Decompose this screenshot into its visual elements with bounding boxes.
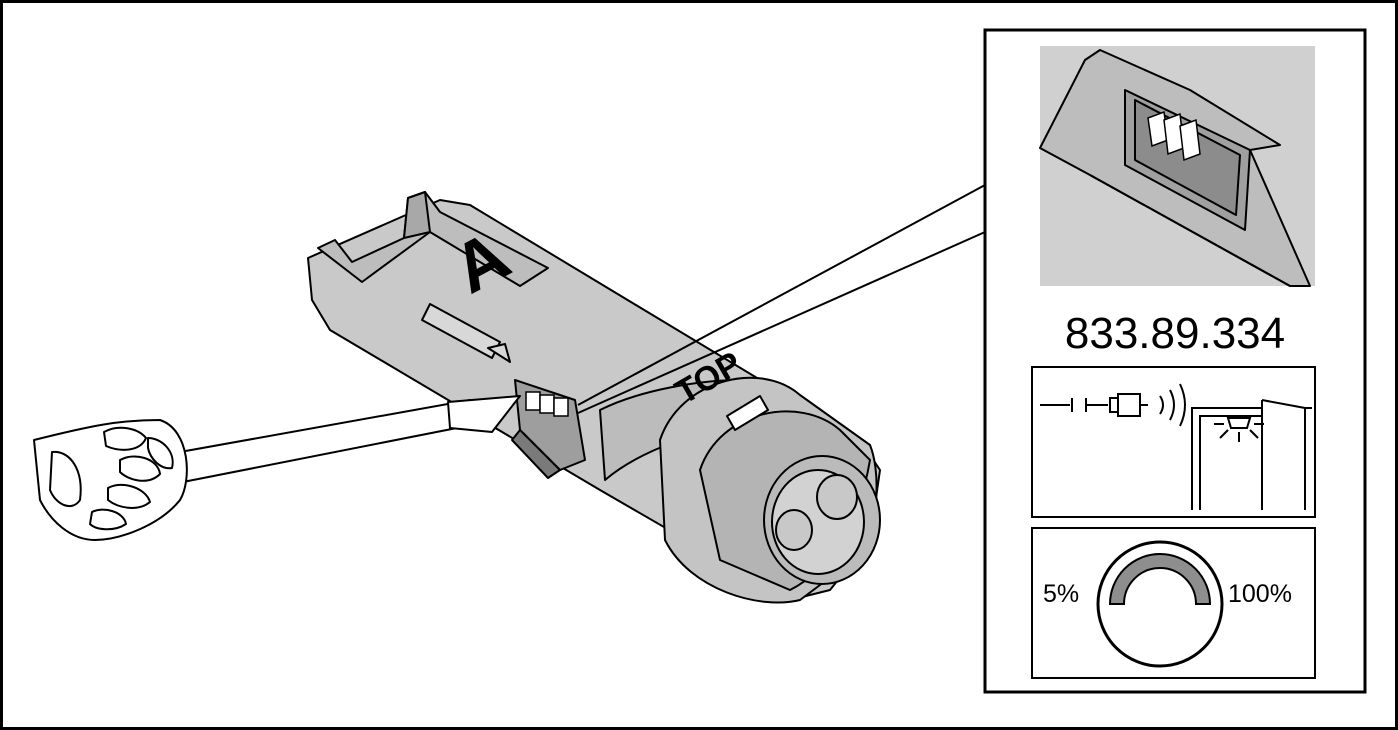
callout-lines [577, 184, 986, 414]
dimmer-panel: 5% 100% [1031, 527, 1316, 679]
dial-min-label: 5% [1043, 580, 1079, 608]
sensor-function-panel [1031, 366, 1316, 518]
dial-max-label: 100% [1228, 580, 1292, 608]
dip-switch-icon [525, 391, 569, 417]
part-number: 833.89.334 [1065, 309, 1285, 358]
screwdriver-icon [33, 395, 521, 541]
dimmer-dial-icon [1096, 540, 1224, 668]
detail-dip-switch [1147, 110, 1201, 162]
door-light-icon [1191, 399, 1312, 510]
info-panel: 833.89.334 [983, 28, 1367, 694]
switch-detail-view [1039, 46, 1315, 287]
proximity-sensor-icon [1040, 383, 1186, 427]
